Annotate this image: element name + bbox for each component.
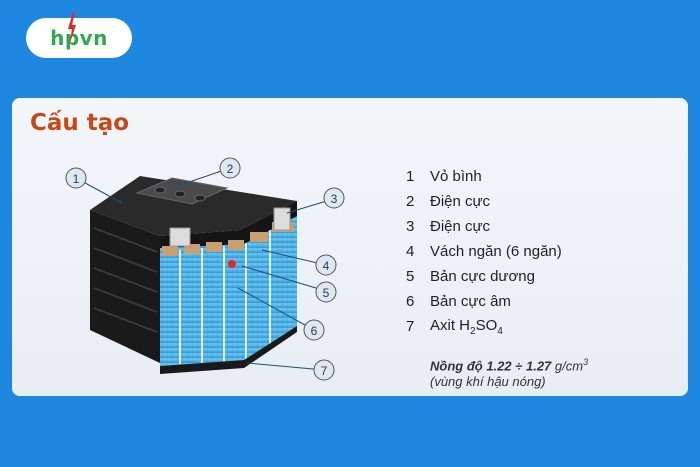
legend-item-1: 1 Vỏ bình (406, 164, 666, 189)
legend-item-7: 7 Axit H2SO4 (406, 314, 666, 339)
callout-5: 5 (316, 282, 336, 302)
legend-label: Vỏ bình (430, 168, 482, 185)
callout-6: 6 (304, 320, 324, 340)
legend-number: 5 (406, 268, 430, 285)
legend-item-6: 6 Bản cực âm (406, 289, 666, 314)
legend-item-3: 3 Điện cực (406, 214, 666, 239)
legend-item-5: 5 Bản cực dương (406, 264, 666, 289)
brand-logo[interactable]: hpvn (26, 18, 132, 58)
legend-number: 6 (406, 293, 430, 310)
callout-7: 7 (314, 360, 334, 380)
legend-label: Điện cực (430, 218, 490, 235)
legend-number: 4 (406, 243, 430, 260)
legend-item-4: 4 Vách ngăn (6 ngăn) (406, 239, 666, 264)
callout-label-2: 2 (227, 162, 234, 176)
callout-label-4: 4 (323, 259, 330, 273)
legend-label: Bản cực dương (430, 268, 535, 285)
legend-label: Axit H2SO4 (430, 317, 503, 337)
legend-number: 2 (406, 193, 430, 210)
callout-2: 2 (220, 158, 240, 178)
legend-number: 1 (406, 168, 430, 185)
callout-label-1: 1 (73, 172, 80, 186)
lightning-icon (66, 12, 78, 46)
callout-label-3: 3 (331, 192, 338, 206)
legend-label: Vách ngăn (6 ngăn) (430, 243, 562, 260)
legend-label: Bản cực âm (430, 293, 511, 310)
callout-label-6: 6 (311, 324, 318, 338)
callout-label-5: 5 (323, 286, 330, 300)
legend-label: Điện cực (430, 193, 490, 210)
logo-text: hpvn (50, 26, 108, 50)
callout-4: 4 (316, 255, 336, 275)
climate-note: (vùng khí hậu nóng) (430, 374, 588, 390)
callout-label-7: 7 (321, 364, 328, 378)
callout-1: 1 (66, 168, 86, 188)
concentration-line: Nồng độ 1.22 ÷ 1.27 g/cm3 (430, 354, 588, 374)
callout-3: 3 (324, 188, 344, 208)
legend-number: 7 (406, 318, 430, 335)
legend-number: 3 (406, 218, 430, 235)
battery-diagram: 1 2 3 4 5 6 7 (12, 98, 392, 396)
concentration-note: Nồng độ 1.22 ÷ 1.27 g/cm3 (vùng khí hậu … (430, 354, 588, 390)
structure-panel: Cấu tạo (12, 98, 688, 396)
legend-item-2: 2 Điện cực (406, 189, 666, 214)
parts-legend: 1 Vỏ bình 2 Điện cực 3 Điện cực 4 Vách n… (406, 164, 666, 339)
